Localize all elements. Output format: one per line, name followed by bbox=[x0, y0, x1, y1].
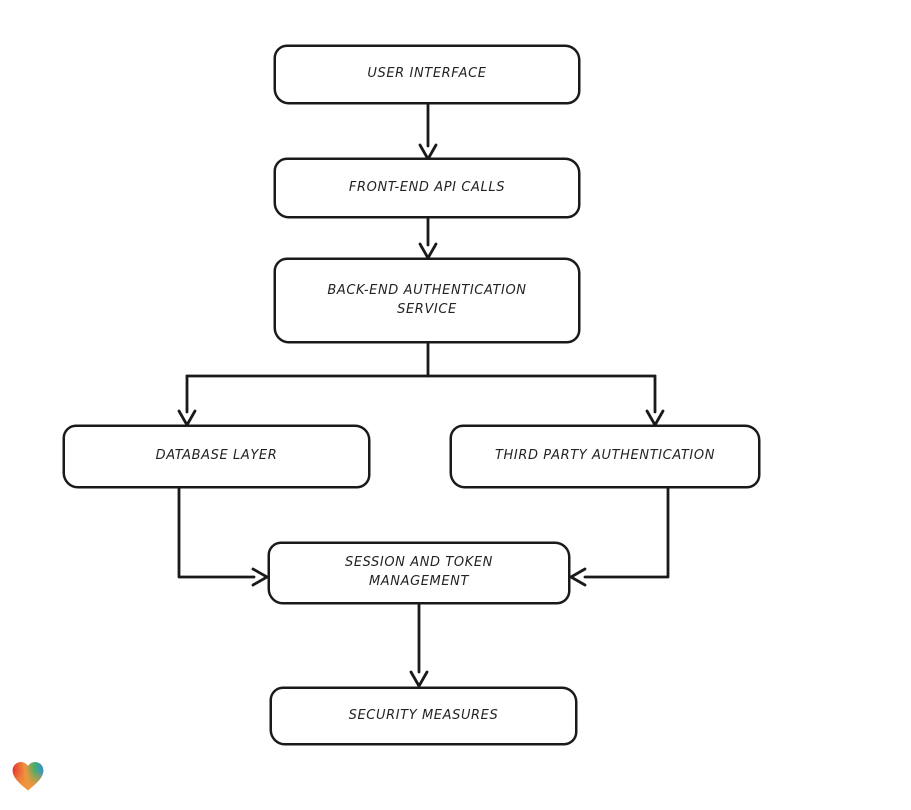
edge-session-and-token-management-to-security-measures bbox=[409, 602, 429, 688]
node-security-measures[interactable]: SECURITY MEASURES bbox=[270, 687, 577, 745]
node-label: SESSION AND TOKEN MANAGEMENT bbox=[344, 555, 494, 589]
arrowhead-right-icon bbox=[251, 567, 269, 587]
edge-back-end-authentication-service-branch bbox=[177, 341, 665, 427]
edge-database-layer-to-session-and-token-management bbox=[177, 486, 269, 587]
node-user-interface[interactable]: USER INTERFACE bbox=[274, 45, 580, 104]
node-back-end-authentication-service[interactable]: BACK-END AUTHENTICATION SERVICE bbox=[274, 258, 580, 343]
node-label: BACK-END AUTHENTICATION SERVICE bbox=[327, 282, 527, 317]
node-third-party-authentication[interactable]: THIRD PARTY AUTHENTICATION bbox=[450, 425, 760, 488]
arrowhead-down-icon bbox=[409, 670, 429, 688]
edge-front-end-api-calls-to-back-end-authentication-service bbox=[418, 216, 438, 260]
gradient-heart-icon[interactable] bbox=[11, 760, 45, 792]
arrowhead-down-icon bbox=[418, 143, 438, 161]
arrowhead-down-icon bbox=[177, 409, 197, 427]
node-label: THIRD PARTY AUTHENTICATION bbox=[494, 448, 716, 464]
node-label: FRONT-END API CALLS bbox=[348, 179, 506, 195]
node-label: DATABASE LAYER bbox=[155, 448, 278, 464]
node-label: SECURITY MEASURES bbox=[348, 707, 499, 723]
arrowhead-left-icon bbox=[569, 567, 587, 587]
arrowhead-down-icon bbox=[418, 242, 438, 260]
node-label: USER INTERFACE bbox=[367, 66, 487, 82]
node-session-and-token-management[interactable]: SESSION AND TOKEN MANAGEMENT bbox=[268, 542, 570, 604]
edge-user-interface-to-front-end-api-calls bbox=[418, 102, 438, 161]
node-front-end-api-calls[interactable]: FRONT-END API CALLS bbox=[274, 158, 580, 218]
edge-third-party-authentication-to-session-and-token-management bbox=[569, 486, 670, 587]
node-database-layer[interactable]: DATABASE LAYER bbox=[63, 425, 370, 488]
arrowhead-down-icon bbox=[645, 409, 665, 427]
